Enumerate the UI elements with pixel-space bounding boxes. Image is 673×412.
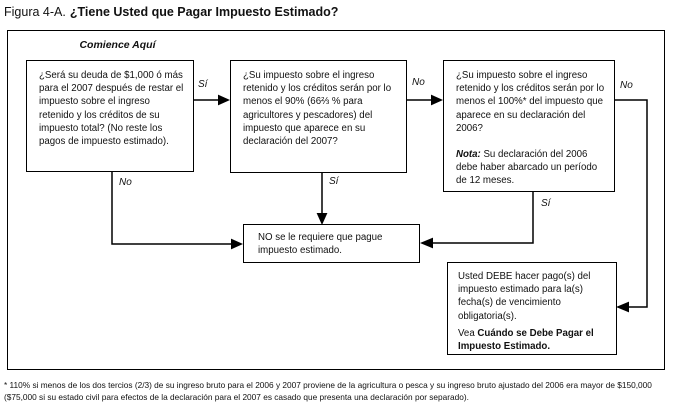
see-reference: Cuándo se Debe Pagar el Impuesto Estimad… (458, 327, 594, 353)
question-box-100-percent-note: Nota: Su declaración del 2006 debe haber… (456, 148, 606, 188)
question-box-100-percent: ¿Su impuesto sobre el ingreso retenido y… (443, 60, 615, 192)
arrow-q3-to-result-yes (614, 99, 648, 313)
branch-label-yes-1: Sí (198, 79, 208, 90)
figure-title: Figura 4-A.¿Tiene Usted que Pagar Impues… (4, 5, 338, 19)
arrow-q1-to-result-no (111, 171, 243, 250)
start-here-label: Comience Aquí (79, 39, 156, 51)
figure-title-text: ¿Tiene Usted que Pagar Impuesto Estimado… (69, 5, 339, 19)
branch-label-no-1: No (119, 177, 132, 188)
arrow-q2-to-q3 (406, 94, 443, 106)
question-box-debt-1000: ¿Será su deuda de $1,000 ó más para el 2… (26, 60, 194, 172)
result-box-must-pay: Usted DEBE hacer pago(s) del impuesto es… (447, 262, 617, 355)
result-box-not-required-text: NO se le requiere que pague impuesto est… (258, 232, 383, 257)
arrow-q2-to-result-no (316, 172, 328, 225)
question-box-90-percent-text: ¿Su impuesto sobre el ingreso retenido y… (243, 70, 392, 148)
arrow-q3-to-result-no (420, 191, 534, 249)
question-box-90-percent: ¿Su impuesto sobre el ingreso retenido y… (230, 60, 407, 173)
see-prefix: Vea (458, 327, 478, 339)
result-box-must-pay-text: Usted DEBE hacer pago(s) del impuesto es… (458, 271, 591, 322)
question-box-100-percent-text: ¿Su impuesto sobre el ingreso retenido y… (456, 70, 605, 134)
arrow-q1-to-q2 (193, 94, 230, 106)
branch-label-no-3: No (620, 80, 633, 91)
figure-number: Figura 4-A. (4, 5, 66, 19)
question-box-debt-1000-text: ¿Será su deuda de $1,000 ó más para el 2… (39, 70, 184, 148)
branch-label-no-2: No (412, 77, 425, 88)
note-label: Nota: (456, 149, 481, 161)
note-text: Su declaración del 2006 debe haber abarc… (456, 149, 598, 187)
result-box-not-required: NO se le requiere que pague impuesto est… (243, 224, 420, 263)
figure-footnote: * 110% si menos de los dos tercios (2/3)… (4, 380, 652, 402)
result-box-must-pay-reference: Vea Cuándo se Debe Pagar el Impuesto Est… (458, 327, 610, 353)
branch-label-yes-2: Sí (329, 176, 339, 187)
flowchart-border (7, 30, 665, 370)
branch-label-yes-3: Sí (541, 198, 551, 209)
